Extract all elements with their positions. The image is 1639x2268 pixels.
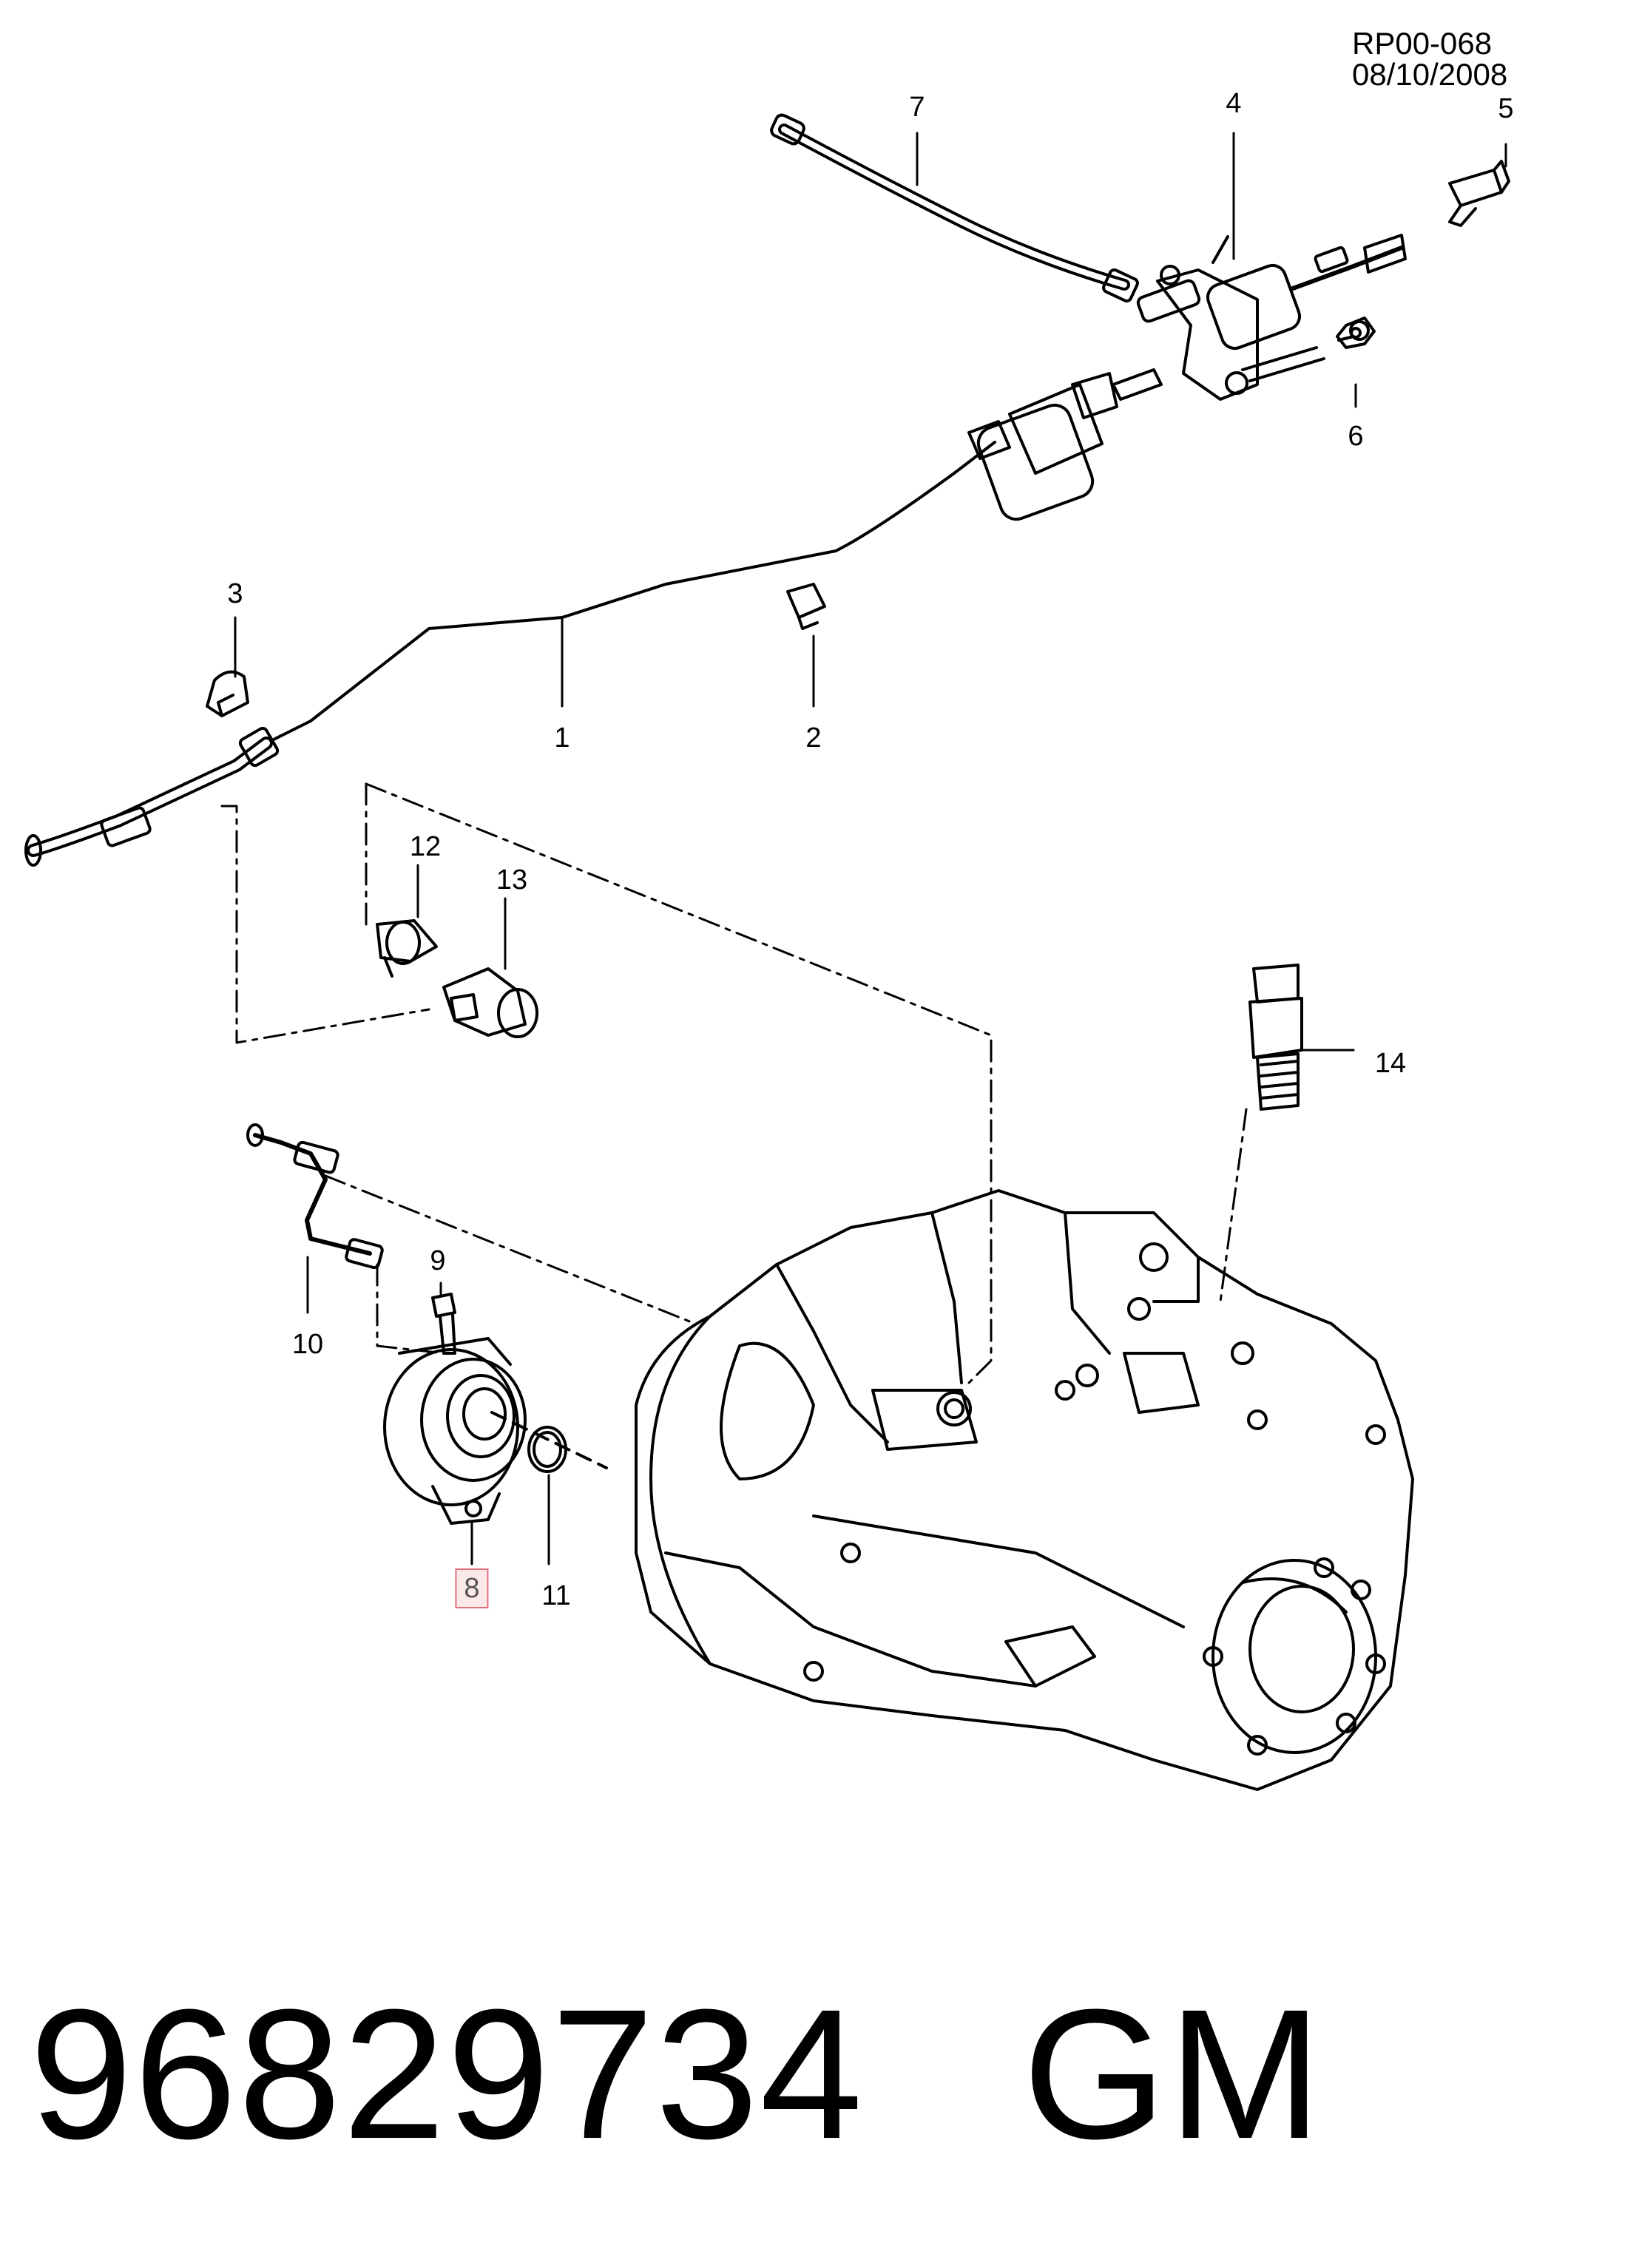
callout-10[interactable]: 10 (291, 1329, 324, 1360)
callout-3[interactable]: 3 (227, 578, 243, 609)
leader-lines (234, 132, 1507, 1565)
part-11-oring (527, 1426, 567, 1473)
callout-9[interactable]: 9 (430, 1245, 446, 1276)
callout-14[interactable]: 14 (1374, 1048, 1407, 1079)
part-5-clip (1448, 160, 1510, 227)
callout-2[interactable]: 2 (805, 722, 822, 754)
callout-11[interactable]: 11 (541, 1580, 571, 1611)
part-4-master-cylinder (1136, 234, 1407, 401)
callout-13[interactable]: 13 (496, 864, 528, 896)
part-9-bolt (431, 1293, 456, 1355)
part-12-fitting (376, 919, 438, 978)
part-8-slave-cylinder (383, 1337, 608, 1525)
part-2-clip (786, 583, 826, 630)
part-13-fitting (442, 967, 538, 1038)
part-1-line (24, 368, 1163, 867)
callout-5[interactable]: 5 (1498, 93, 1514, 124)
part-number: 96829734 (30, 1971, 865, 2177)
part-number-footer: 96829734 GM (30, 1982, 1323, 2167)
callout-7[interactable]: 7 (909, 92, 925, 123)
callout-4[interactable]: 4 (1226, 88, 1242, 119)
callout-12[interactable]: 12 (409, 831, 442, 862)
reference-code: RP00-068 08/10/2008 (1352, 26, 1508, 92)
part-6-nut (1336, 316, 1376, 349)
part-14-sensor (1248, 964, 1303, 1111)
callout-6[interactable]: 6 (1348, 421, 1364, 452)
callout-8[interactable]: 8 (455, 1568, 489, 1608)
guide-lines (220, 782, 1248, 1384)
transmission-housing (635, 1189, 1414, 1791)
part-10-pipe (246, 1123, 384, 1270)
brand-name: GM (1022, 1971, 1324, 2177)
callout-1[interactable]: 1 (554, 722, 570, 754)
part-3-clip (206, 670, 249, 717)
part-7-hose (770, 113, 1139, 302)
